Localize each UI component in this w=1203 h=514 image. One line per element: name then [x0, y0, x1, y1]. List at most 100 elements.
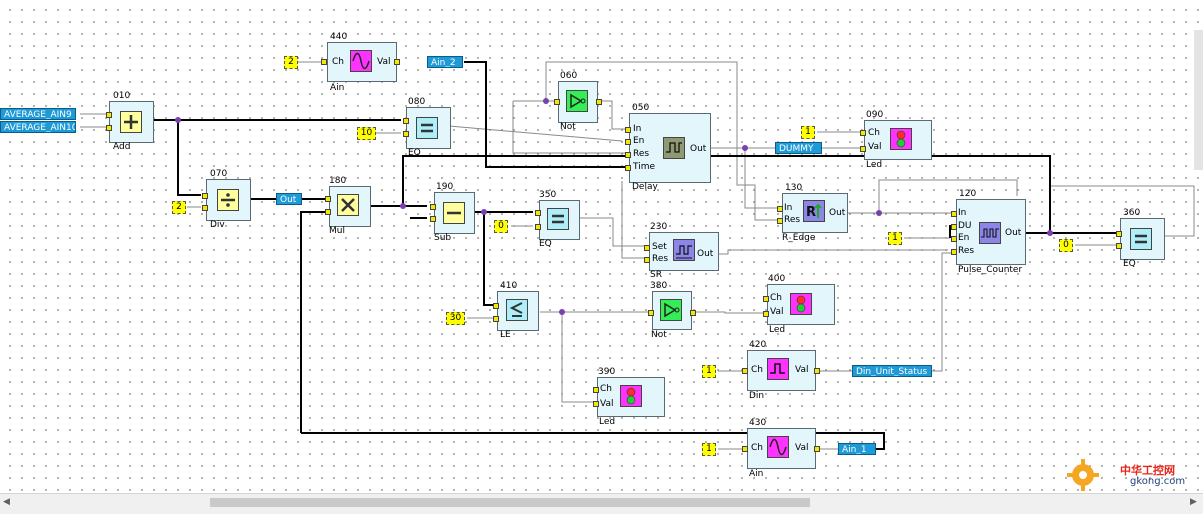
input-port[interactable] — [593, 401, 599, 407]
output-port[interactable] — [690, 310, 696, 316]
block-id: 070 — [210, 169, 228, 179]
tag-ain-2[interactable]: Ain_2 — [427, 56, 463, 68]
input-port[interactable] — [430, 216, 436, 222]
vertical-scrollbar[interactable] — [1194, 30, 1203, 170]
input-port[interactable] — [403, 131, 409, 137]
input-port[interactable] — [403, 118, 409, 124]
constant-ain-top[interactable]: 2 — [284, 56, 298, 69]
input-port[interactable] — [777, 218, 783, 224]
constant-ain-bot[interactable]: 1 — [702, 443, 716, 456]
input-port[interactable] — [593, 387, 599, 393]
constant-le[interactable]: 30 — [446, 312, 465, 325]
constant-din[interactable]: 1 — [702, 365, 716, 378]
block-ain-430[interactable]: 430 Ch Val Ain — [742, 418, 820, 480]
tag-ain-1[interactable]: Ain_1 — [838, 443, 876, 455]
input-port[interactable] — [202, 193, 208, 199]
tag-average-ain9[interactable]: AVERAGE_AIN9 — [0, 108, 76, 120]
input-port[interactable] — [493, 303, 499, 309]
tag-din-unit-status[interactable]: Din_Unit_Status — [852, 365, 932, 377]
input-port[interactable] — [763, 311, 769, 317]
block-delay[interactable]: 050 In En Res Time Out Delay — [625, 103, 713, 192]
block-le[interactable]: 410 LE — [493, 281, 545, 343]
block-eq-080[interactable]: 080 EQ — [402, 97, 452, 159]
block-ain-440[interactable]: 440 Ch Val Ain — [321, 32, 400, 94]
input-port[interactable] — [951, 236, 957, 242]
constant-led090[interactable]: 1 — [801, 126, 815, 139]
tag-average-ain10[interactable]: AVERAGE_AIN10 — [0, 121, 76, 133]
input-port[interactable] — [860, 146, 866, 152]
output-port[interactable] — [814, 368, 820, 374]
block-r-edge[interactable]: 130 R In Res Out R_Edge — [777, 183, 852, 245]
block-id: 440 — [330, 32, 348, 42]
input-port[interactable] — [1116, 243, 1122, 249]
input-port[interactable] — [1116, 231, 1122, 237]
input-port[interactable] — [325, 196, 331, 202]
input-port[interactable] — [625, 127, 631, 133]
input-port[interactable] — [535, 224, 541, 230]
block-led-400[interactable]: 400 Ch Val Led — [763, 274, 837, 336]
block-din[interactable]: 420 Ch Val Din — [742, 340, 820, 402]
tag-out[interactable]: Out — [276, 193, 302, 205]
input-port[interactable] — [535, 210, 541, 216]
input-port[interactable] — [625, 165, 631, 171]
output-port[interactable] — [814, 446, 820, 452]
input-port[interactable] — [648, 310, 654, 316]
block-not-380[interactable]: 380 Not — [648, 281, 700, 343]
block-div[interactable]: 070 Div — [202, 169, 252, 231]
input-port[interactable] — [493, 316, 499, 322]
input-port[interactable] — [742, 446, 748, 452]
block-add[interactable]: 010 Add — [105, 91, 155, 153]
block-eq-360[interactable]: 360 EQ — [1116, 208, 1168, 270]
input-port[interactable] — [202, 205, 208, 211]
constant-eq080[interactable]: 10 — [357, 127, 376, 140]
bus-wire — [300, 211, 325, 433]
wire — [744, 148, 779, 209]
block-led-090[interactable]: 090 Ch Val Led — [860, 110, 934, 172]
input-port[interactable] — [106, 112, 112, 118]
input-port[interactable] — [106, 125, 112, 131]
input-port[interactable] — [554, 99, 560, 105]
tag-dummy[interactable]: DUMMY — [775, 142, 822, 154]
input-port[interactable] — [625, 139, 631, 145]
input-port[interactable] — [742, 368, 748, 374]
output-port[interactable] — [596, 99, 602, 105]
pin-label: Val — [600, 399, 614, 409]
bus-wire — [483, 212, 493, 306]
scroll-left-icon[interactable]: ◀ — [3, 497, 10, 507]
constant-pulse-counter[interactable]: 1 — [888, 232, 902, 245]
constant-div[interactable]: 2 — [172, 201, 186, 214]
pin-label: Out — [690, 144, 707, 154]
output-port[interactable] — [394, 59, 400, 65]
constant-eq350[interactable]: 0 — [494, 220, 508, 233]
scroll-right-icon[interactable]: ▶ — [1190, 497, 1197, 507]
horizontal-scrollbar[interactable]: ◀ ▶ — [0, 493, 1203, 514]
block-led-390[interactable]: 390 Ch Val Led — [593, 367, 667, 429]
input-port[interactable] — [321, 59, 327, 65]
block-mul[interactable]: 180 Mul — [325, 176, 375, 238]
input-port[interactable] — [644, 245, 650, 251]
input-port[interactable] — [951, 211, 957, 217]
input-port[interactable] — [430, 204, 436, 210]
input-port[interactable] — [951, 224, 957, 230]
input-port[interactable] — [625, 152, 631, 158]
input-port[interactable] — [951, 249, 957, 255]
constant-eq360[interactable]: 0 — [1059, 239, 1073, 252]
input-port[interactable] — [763, 296, 769, 302]
block-sr[interactable]: 230 Set Res Out SR — [644, 222, 721, 284]
input-port[interactable] — [325, 209, 331, 215]
block-id: 080 — [408, 97, 426, 107]
block-sub[interactable]: 190 Sub — [430, 182, 480, 244]
block-name: Led — [769, 325, 786, 335]
watermark-title: 中华工控网 — [1120, 464, 1175, 477]
block-not-060[interactable]: 060 Not — [554, 71, 606, 133]
block-eq-350[interactable]: 350 EQ — [535, 190, 585, 252]
junction-dot — [559, 309, 565, 315]
input-port[interactable] — [860, 130, 866, 136]
scrollbar-thumb[interactable] — [210, 498, 810, 507]
block-id: 180 — [329, 176, 347, 186]
input-port[interactable] — [644, 257, 650, 263]
bus-wire — [301, 432, 885, 450]
block-pulse-counter[interactable]: 120 In DU En Res Out Pulse_Counter — [951, 189, 1030, 277]
input-port[interactable] — [777, 206, 783, 212]
